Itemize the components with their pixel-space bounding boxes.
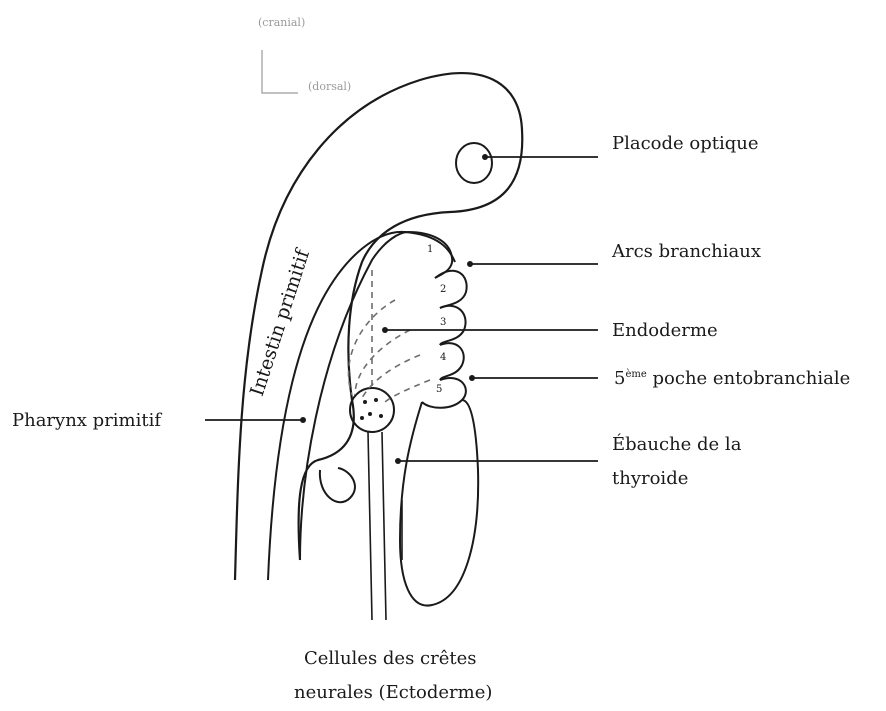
label-arcs-branchiaux: Arcs branchiaux bbox=[612, 241, 761, 262]
label-pharynx-primitif: Pharynx primitif bbox=[12, 410, 161, 431]
neural-crest-lines bbox=[368, 432, 386, 620]
svg-text:1: 1 bbox=[427, 244, 433, 255]
label-5eme-poche: 5ème poche entobranchiale bbox=[614, 368, 850, 389]
optic-placode bbox=[456, 143, 492, 183]
pharynx-loop bbox=[320, 468, 355, 502]
poche-number: 5 bbox=[614, 368, 625, 389]
svg-text:3: 3 bbox=[440, 317, 446, 328]
label-cellules-line2: neurales (Ectoderme) bbox=[294, 682, 492, 703]
svg-text:4: 4 bbox=[440, 352, 446, 363]
label-placode-optique: Placode optique bbox=[612, 133, 759, 154]
poche-text: poche entobranchiale bbox=[647, 368, 850, 389]
label-endoderme: Endoderme bbox=[612, 320, 718, 341]
label-cellules-line1: Cellules des crêtes bbox=[304, 648, 477, 669]
label-ebauche-line1: Ébauche de la bbox=[612, 434, 741, 455]
migration-paths bbox=[349, 270, 430, 402]
axis-label-top: (cranial) bbox=[258, 16, 305, 29]
axis-label-right: (dorsal) bbox=[308, 80, 351, 93]
svg-text:2: 2 bbox=[440, 284, 446, 295]
lower-body-outline bbox=[400, 400, 478, 606]
svg-text:5: 5 bbox=[436, 384, 442, 395]
arch-numbers: 1 2 3 4 5 bbox=[427, 244, 446, 395]
poche-superscript: ème bbox=[625, 369, 646, 380]
branchial-arches bbox=[408, 232, 467, 408]
thyroid-bud bbox=[350, 388, 394, 432]
leader-lines bbox=[205, 157, 598, 461]
label-ebauche-line2: thyroide bbox=[612, 468, 688, 489]
orientation-axis bbox=[262, 50, 298, 93]
